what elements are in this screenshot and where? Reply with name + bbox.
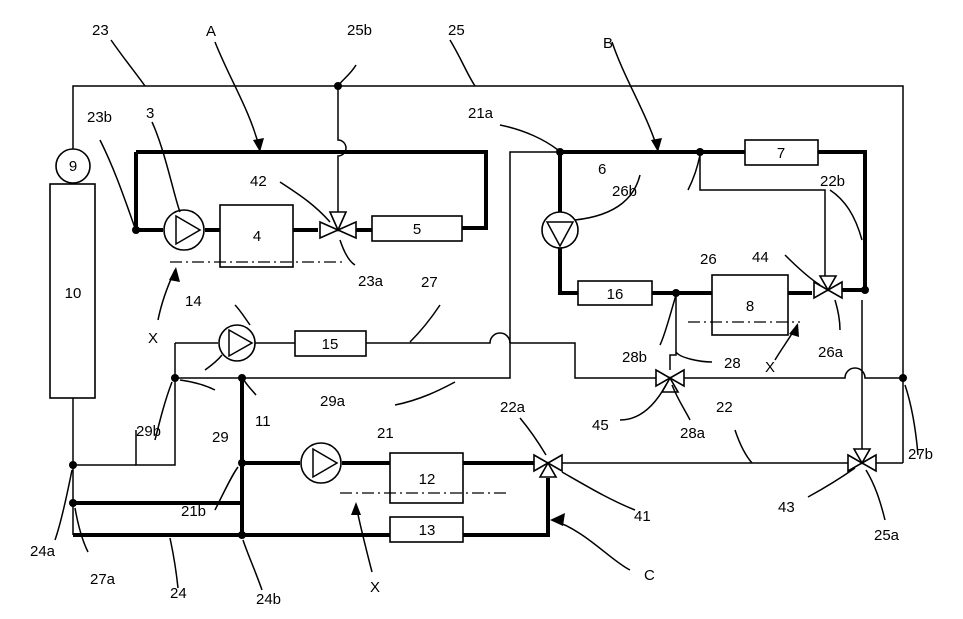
label-X2: X (765, 359, 775, 376)
label-10: 10 (65, 285, 82, 302)
label-8: 8 (746, 298, 754, 315)
label-21a: 21a (468, 105, 494, 122)
label-21b: 21b (181, 503, 206, 520)
label-22b: 22b (820, 173, 845, 190)
label-26b: 26b (612, 183, 637, 200)
label-4: 4 (253, 228, 261, 245)
label-A: A (206, 23, 216, 40)
label-27b: 27b (908, 446, 933, 463)
label-24a: 24a (30, 543, 56, 560)
label-43: 43 (778, 499, 795, 516)
valve-42 (320, 212, 356, 238)
label-25a: 25a (874, 527, 900, 544)
label-21: 21 (377, 425, 394, 442)
pump-6 (542, 212, 578, 248)
label-29a: 29a (320, 393, 346, 410)
label-28a: 28a (680, 425, 706, 442)
label-27: 27 (421, 274, 438, 291)
label-26: 26 (700, 251, 717, 268)
label-24: 24 (170, 585, 187, 602)
label-44: 44 (752, 249, 769, 266)
pump-14 (219, 325, 255, 361)
label-22a: 22a (500, 399, 526, 416)
label-14: 14 (185, 293, 202, 310)
label-23a: 23a (358, 273, 384, 290)
label-27a: 27a (90, 571, 116, 588)
label-X3: X (370, 579, 380, 596)
valves (320, 212, 876, 477)
label-15: 15 (322, 336, 339, 353)
label-24b: 24b (256, 591, 281, 608)
valve-45 (656, 370, 684, 392)
label-28: 28 (724, 355, 741, 372)
valve-41 (534, 455, 562, 477)
label-3: 3 (146, 105, 154, 122)
label-28b: 28b (622, 349, 647, 366)
label-16: 16 (607, 286, 624, 303)
label-22: 22 (716, 399, 733, 416)
reference-labels: A B C 23 25b 25 23b 3 42 21a 6 26b 22b 2… (30, 22, 933, 608)
label-29: 29 (212, 429, 229, 446)
label-11: 11 (255, 413, 271, 430)
box-labels: 9 10 4 5 7 8 16 15 12 13 (65, 145, 786, 539)
label-5: 5 (413, 221, 421, 238)
label-23: 23 (92, 22, 109, 39)
label-C: C (644, 567, 655, 584)
label-7: 7 (777, 145, 785, 162)
valve-44 (814, 276, 842, 298)
label-41: 41 (634, 508, 651, 525)
label-29b: 29b (136, 423, 161, 440)
label-6: 6 (598, 161, 606, 178)
label-26a: 26a (818, 344, 844, 361)
pump-3 (164, 210, 204, 250)
pump-11 (301, 443, 341, 483)
label-12: 12 (419, 471, 436, 488)
valve-43 (848, 449, 876, 471)
label-X1: X (148, 330, 158, 347)
label-25b: 25b (347, 22, 372, 39)
label-B: B (603, 35, 613, 52)
label-42: 42 (250, 173, 267, 190)
label-45: 45 (592, 417, 609, 434)
label-9: 9 (69, 158, 77, 175)
label-25: 25 (448, 22, 465, 39)
label-23b: 23b (87, 109, 112, 126)
label-13: 13 (419, 522, 436, 539)
